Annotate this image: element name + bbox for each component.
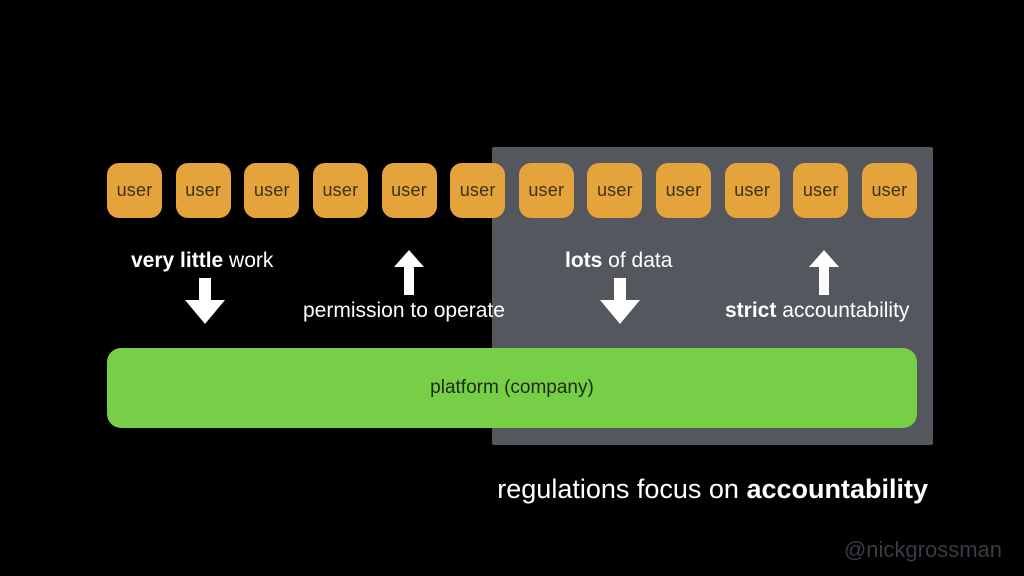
up-arrow-icon [394,250,424,295]
user-box-label: user [871,180,908,200]
user-box-label: user [596,180,633,200]
label-regular-part: work [223,249,274,272]
label-bold-part: strict [725,299,777,322]
user-box: user [107,163,162,218]
platform-bar-label: platform (company) [430,377,594,398]
caption: regulations focus on accountability [0,474,928,505]
user-box: user [656,163,711,218]
user-row: user user user user user user user user … [107,163,917,218]
user-box: user [175,163,231,218]
down-arrow-icon [600,278,640,324]
user-box-label: user [459,180,496,200]
user-box: user [587,163,643,218]
label-very-little-work: very little work [131,249,273,273]
watermark: @nickgrossman [843,537,1002,562]
user-box-label: user [734,180,771,200]
label-permission-to-operate: permission to operate [303,299,505,323]
down-arrow-icon [185,278,225,324]
caption-regular-part: regulations focus on [497,474,747,504]
user-box-label: user [391,180,427,200]
user-box: user [450,163,506,218]
user-box-label: user [116,180,153,200]
user-box-label: user [253,180,290,200]
caption-bold-part: accountability [746,474,928,504]
user-box-label: user [665,180,702,200]
label-regular-part: permission to operate [303,299,505,322]
label-bold-part: very little [131,249,224,272]
user-box-label: user [528,180,565,200]
user-box-label: user [185,180,222,200]
platform-bar: platform (company) [107,348,917,428]
label-regular-part: of data [602,249,673,272]
label-bold-part: lots [565,249,603,272]
user-box-label: user [802,180,839,200]
user-box: user [793,163,849,218]
user-box: user [244,163,300,218]
user-box: user [724,163,780,218]
label-lots-of-data: lots of data [565,249,672,273]
user-box: user [312,163,368,218]
user-box: user [518,163,574,218]
user-box-label: user [322,180,359,200]
user-box: user [861,163,917,218]
user-box: user [381,163,437,218]
up-arrow-icon [809,250,839,295]
label-regular-part: accountability [776,299,910,322]
label-strict-accountability: strict accountability [725,299,909,323]
